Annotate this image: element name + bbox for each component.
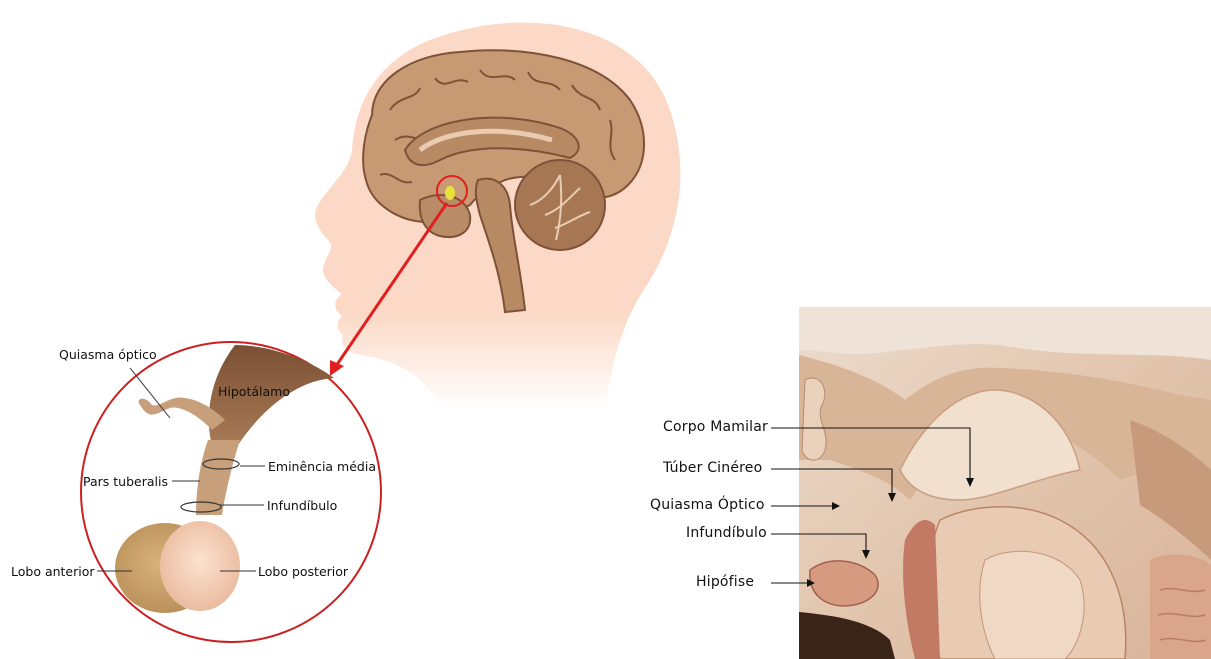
label-hipotalamo: Hipotálamo: [218, 384, 290, 399]
label-quiasma-optico: Quiasma óptico: [59, 347, 157, 362]
label-infundibulo: Infundíbulo: [267, 498, 337, 513]
label-lobo-posterior: Lobo posterior: [258, 564, 348, 579]
label-quiasma-optico-photo: Quiasma Óptico: [650, 497, 765, 513]
label-eminencia-media: Eminência média: [268, 459, 376, 474]
label-infundibulo-photo: Infundíbulo: [686, 525, 767, 541]
label-lobo-anterior: Lobo anterior: [11, 564, 95, 579]
anatomy-photo: [771, 307, 1211, 659]
label-hipofise: Hipófise: [696, 574, 754, 590]
label-tuber-cinereo: Túber Cinéreo: [663, 460, 762, 476]
label-corpo-mamilar: Corpo Mamilar: [663, 419, 768, 435]
label-pars-tuberalis: Pars tuberalis: [83, 474, 168, 489]
